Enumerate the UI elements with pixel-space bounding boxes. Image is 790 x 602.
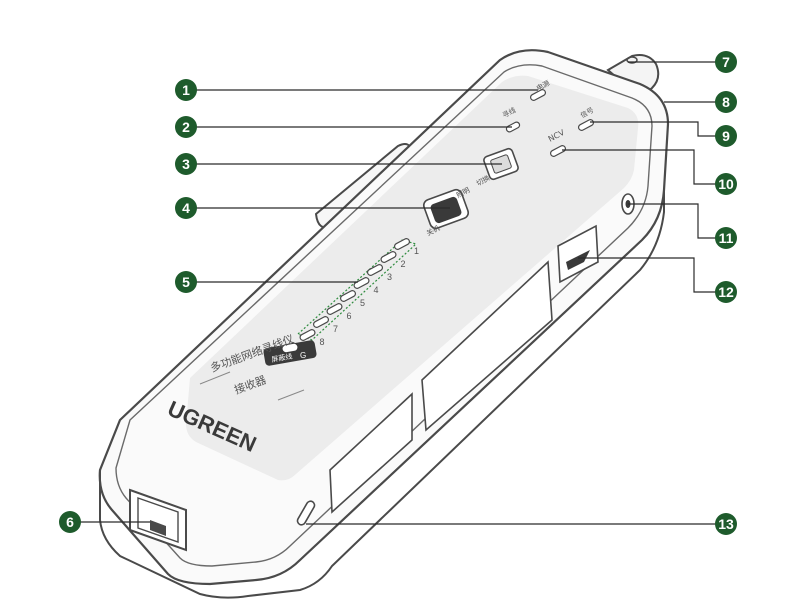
callout-7: 7: [715, 51, 737, 73]
control-panel: [186, 75, 639, 481]
callout-number: 2: [182, 119, 190, 135]
port-number-6: 6: [347, 311, 352, 321]
callout-11: 11: [715, 227, 737, 249]
callout-3: 3: [175, 153, 197, 175]
power-button[interactable]: 照明 关机: [422, 186, 471, 238]
callout-number: 7: [722, 54, 730, 70]
port-led-2: [380, 251, 397, 263]
rj45-port: [129, 488, 187, 552]
callout-number: 13: [718, 516, 734, 532]
port-led-8: [299, 329, 316, 341]
port-number-7: 7: [333, 324, 338, 334]
callout-1: 1: [175, 79, 197, 101]
device-side: [99, 190, 665, 599]
port-led-3: [366, 264, 384, 276]
callout-4: 4: [175, 197, 197, 219]
ground-label: G: [300, 351, 306, 360]
callout-number: 9: [722, 128, 730, 144]
callout-number: 8: [722, 94, 730, 110]
callout-number: 3: [182, 156, 190, 172]
callout-number: 12: [718, 284, 734, 300]
port-led-1: [393, 238, 411, 250]
port-led-6: [326, 303, 343, 315]
name-dash-right: [277, 389, 305, 401]
name-dash-left: [199, 371, 231, 385]
side-slot: [557, 224, 599, 284]
callout-6: 6: [59, 511, 81, 533]
callout-10: 10: [715, 173, 737, 195]
callout-number: 5: [182, 274, 190, 290]
side-grip-lower: [329, 392, 413, 514]
callout-5: 5: [175, 271, 197, 293]
callout-13: 13: [715, 513, 737, 535]
port-number-2: 2: [401, 259, 406, 269]
callout-number: 10: [718, 176, 734, 192]
side-grip: [421, 260, 553, 432]
callout-leaders: [80, 61, 716, 525]
callout-12: 12: [715, 281, 737, 303]
callout-number: 6: [66, 514, 74, 530]
port-led-7: [312, 316, 330, 328]
callout-number: 11: [719, 230, 734, 246]
shield-indicator: G 屏蔽线: [263, 340, 317, 366]
callout-number: 4: [182, 200, 190, 216]
bottom-slot: [296, 500, 316, 526]
callout-2: 2: [175, 116, 197, 138]
port-number-5: 5: [360, 298, 365, 308]
port-number-4: 4: [374, 285, 379, 295]
port-led-5: [339, 290, 357, 302]
port-number-1: 1: [414, 246, 419, 256]
callout-8: 8: [715, 91, 737, 113]
port-number-3: 3: [387, 272, 392, 282]
port-number-8: 8: [320, 337, 325, 347]
callout-9: 9: [715, 125, 737, 147]
shield-label: 屏蔽线: [271, 351, 293, 364]
callout-number: 1: [182, 82, 190, 98]
port-led-4: [353, 277, 370, 289]
